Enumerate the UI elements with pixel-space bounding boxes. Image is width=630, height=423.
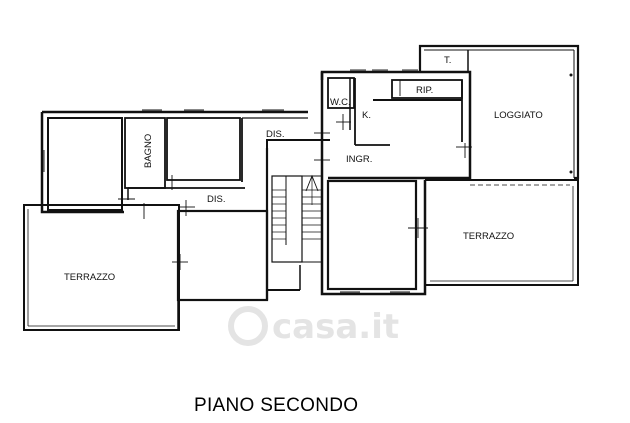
label-kitchen: K. [362, 110, 371, 121]
watermark: casa.it [228, 306, 399, 347]
left-wing-walls [40, 110, 308, 330]
watermark-text: casa.it [272, 307, 399, 347]
staircase [266, 139, 330, 263]
loggiato-walls [418, 44, 580, 186]
label-ripostiglio: RIP. [416, 85, 433, 96]
room-labels: TERRAZZO BAGNO DIS. DIS. W.C. K. RIP. IN… [64, 55, 543, 283]
label-terrazzo-left: TERRAZZO [64, 272, 115, 283]
label-dis-center: DIS. [266, 129, 284, 140]
label-loggiato: LOGGIATO [494, 110, 543, 121]
plan-title: PIANO SECONDO [194, 395, 358, 416]
label-dis-left: DIS. [207, 194, 225, 205]
terrazzo-right-outline [425, 179, 579, 286]
terrazzo-left-outline [23, 204, 180, 331]
label-terrazzo-right: TERRAZZO [463, 231, 514, 242]
label-ingresso: INGR. [346, 154, 372, 165]
label-terrace-t: T. [444, 55, 451, 66]
label-wc: W.C. [330, 97, 351, 108]
label-bagno: BAGNO [143, 134, 154, 168]
central-core-walls [320, 70, 472, 296]
door-markers [43, 69, 472, 293]
